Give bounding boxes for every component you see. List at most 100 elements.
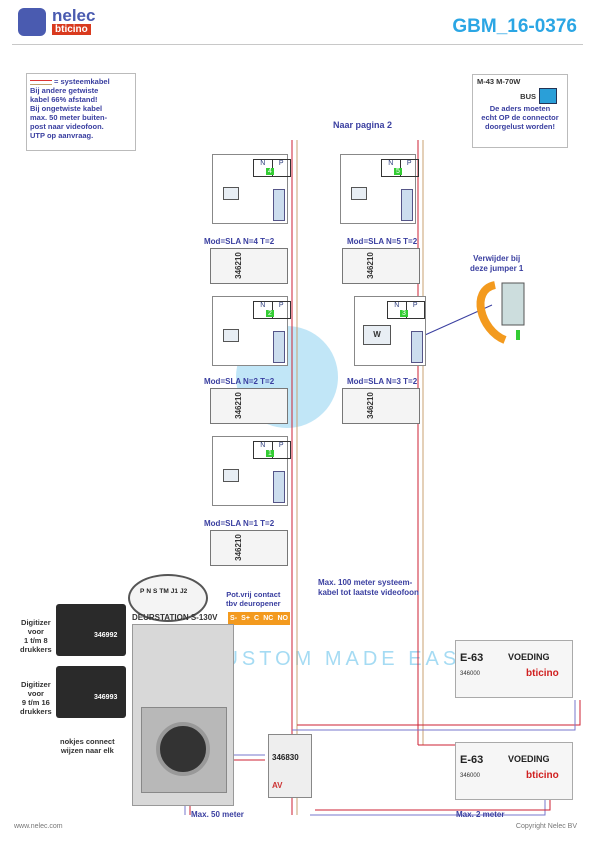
psu-code: 346000 xyxy=(460,671,481,677)
term-label: TM xyxy=(159,588,169,595)
wire-red xyxy=(315,800,551,811)
jumper-arrow-icon xyxy=(476,281,507,344)
brand-name: nelec xyxy=(52,6,96,25)
jumper-connector-icon xyxy=(501,282,525,326)
digitizer-code: 346992 xyxy=(94,632,118,639)
bus-terminal-icon xyxy=(273,331,285,363)
term-label: S xyxy=(153,588,158,595)
term-label: J2 xyxy=(180,588,188,595)
monitor-number: 5 xyxy=(394,168,402,175)
screen-icon xyxy=(223,469,239,482)
footer-copyright: Copyright Nelec BV xyxy=(515,823,577,830)
monitor-number: 2 xyxy=(266,310,274,317)
psu-model: E-63 xyxy=(460,754,484,766)
module-code: 346210 xyxy=(233,534,243,561)
term-label: J1 xyxy=(170,588,179,595)
module-code: 346210 xyxy=(365,252,375,279)
module-code: 346210 xyxy=(365,392,375,419)
bus-note: M-43 M-70W BUS De aders moeten echt OP d… xyxy=(472,74,568,148)
bus-connector-icon xyxy=(539,88,557,104)
max-100-line: kabel tot laatste videofoon xyxy=(318,588,419,597)
module-label: Mod=SLA N=5 T=2 xyxy=(347,237,418,246)
psu-code: 346000 xyxy=(460,773,481,779)
module-label: Mod=SLA N=3 T=2 xyxy=(347,377,418,386)
interface-module-2: 346210 xyxy=(210,388,288,424)
voeding-e63-1: E-63 VOEDING bticino 346000 xyxy=(455,640,573,698)
legend-line: UTP op aanvraag. xyxy=(30,131,94,140)
document-id: GBM_16-0376 xyxy=(452,16,577,37)
screen-icon xyxy=(351,187,367,200)
brand-sub: bticino xyxy=(52,24,91,35)
digitizer-346992: 346992 xyxy=(56,604,126,656)
psu-model: E-63 xyxy=(460,652,484,664)
footer-url: www.nelec.com xyxy=(14,823,63,830)
bus-terminal-icon xyxy=(411,331,423,363)
module-code: 346210 xyxy=(233,252,243,279)
deurstation-s130v xyxy=(132,624,234,806)
term-label: P xyxy=(140,588,145,595)
legend-line: Bij ongetwiste kabel xyxy=(30,104,103,113)
wire-red xyxy=(297,700,581,726)
relay-terminals: S- S+ C NC NO xyxy=(228,612,290,625)
interface-module-1: 346210 xyxy=(210,530,288,566)
max-50-label: Max. 50 meter xyxy=(191,810,244,819)
max-100-line: Max. 100 meter systeem- xyxy=(318,578,413,587)
av-label: AV xyxy=(272,781,283,790)
cable-line-icon xyxy=(30,79,52,85)
terminal-callout: P N S TM J1 J2 xyxy=(128,574,208,622)
jumper-note-line: deze jumper 1 xyxy=(470,264,524,273)
bus-note-line: doorgelust worden! xyxy=(485,122,555,131)
monitor-number: 1 xyxy=(266,450,274,457)
jumper-note-line: Verwijder bij xyxy=(473,254,521,263)
camera-lens-icon xyxy=(156,722,210,776)
header-divider xyxy=(12,44,583,45)
bus-terminal-icon xyxy=(273,471,285,503)
legend-line: Bij andere getwiste xyxy=(30,86,99,95)
naar-pagina-label: Naar pagina 2 xyxy=(333,120,393,130)
digitizer-code: 346993 xyxy=(94,694,118,701)
relay-term: NO xyxy=(277,615,288,622)
digitizer-346993: 346993 xyxy=(56,666,126,718)
bus-note-line: De aders moeten xyxy=(489,104,551,113)
bus-note-line: echt OP de connector xyxy=(481,113,559,122)
interface-module-3: 346210 xyxy=(342,388,420,424)
legend-line: kabel 66% afstand! xyxy=(30,95,98,104)
watermark-text: CUSTOM MADE EASY xyxy=(205,648,478,670)
psu-brand: bticino xyxy=(526,770,559,781)
relay-term: NC xyxy=(263,615,274,622)
blind-module xyxy=(141,707,227,793)
monitor-w-screen: W xyxy=(363,325,391,345)
av-code: 346830 xyxy=(272,753,299,762)
legend-title: = systeemkabel xyxy=(54,77,110,86)
legend-line: post naar videofoon. xyxy=(30,122,104,131)
wire-blue xyxy=(310,800,546,816)
term-label: N xyxy=(146,588,152,595)
relay-term: S+ xyxy=(241,615,250,622)
voeding-e63-2: E-63 VOEDING bticino 346000 xyxy=(455,742,573,800)
screen-icon xyxy=(223,187,239,200)
module-label: Mod=SLA N=2 T=2 xyxy=(204,377,275,386)
cable-legend: = systeemkabel Bij andere getwiste kabel… xyxy=(26,73,136,151)
max-2-label: Max. 2 meter xyxy=(456,810,505,819)
max-100-note: Max. 100 meter systeem- kabel tot laatst… xyxy=(318,578,419,598)
psu-brand: bticino xyxy=(526,668,559,679)
wire-blue xyxy=(292,700,576,731)
bus-note-model: M-43 M-70W xyxy=(477,77,521,86)
jumper-note: Verwijder bij deze jumper 1 xyxy=(470,254,523,274)
interface-module-5: 346210 xyxy=(342,248,420,284)
legend-line: max. 50 meter buiten- xyxy=(30,113,108,122)
pot-contact-line: tbv deuropener xyxy=(226,599,281,608)
monitor-number: 4 xyxy=(266,168,274,175)
nelec-logo-icon xyxy=(18,8,46,36)
relay-term: C xyxy=(254,615,260,622)
relay-term: S- xyxy=(230,615,238,622)
bus-terminal-icon xyxy=(401,189,413,221)
screen-icon xyxy=(223,329,239,342)
